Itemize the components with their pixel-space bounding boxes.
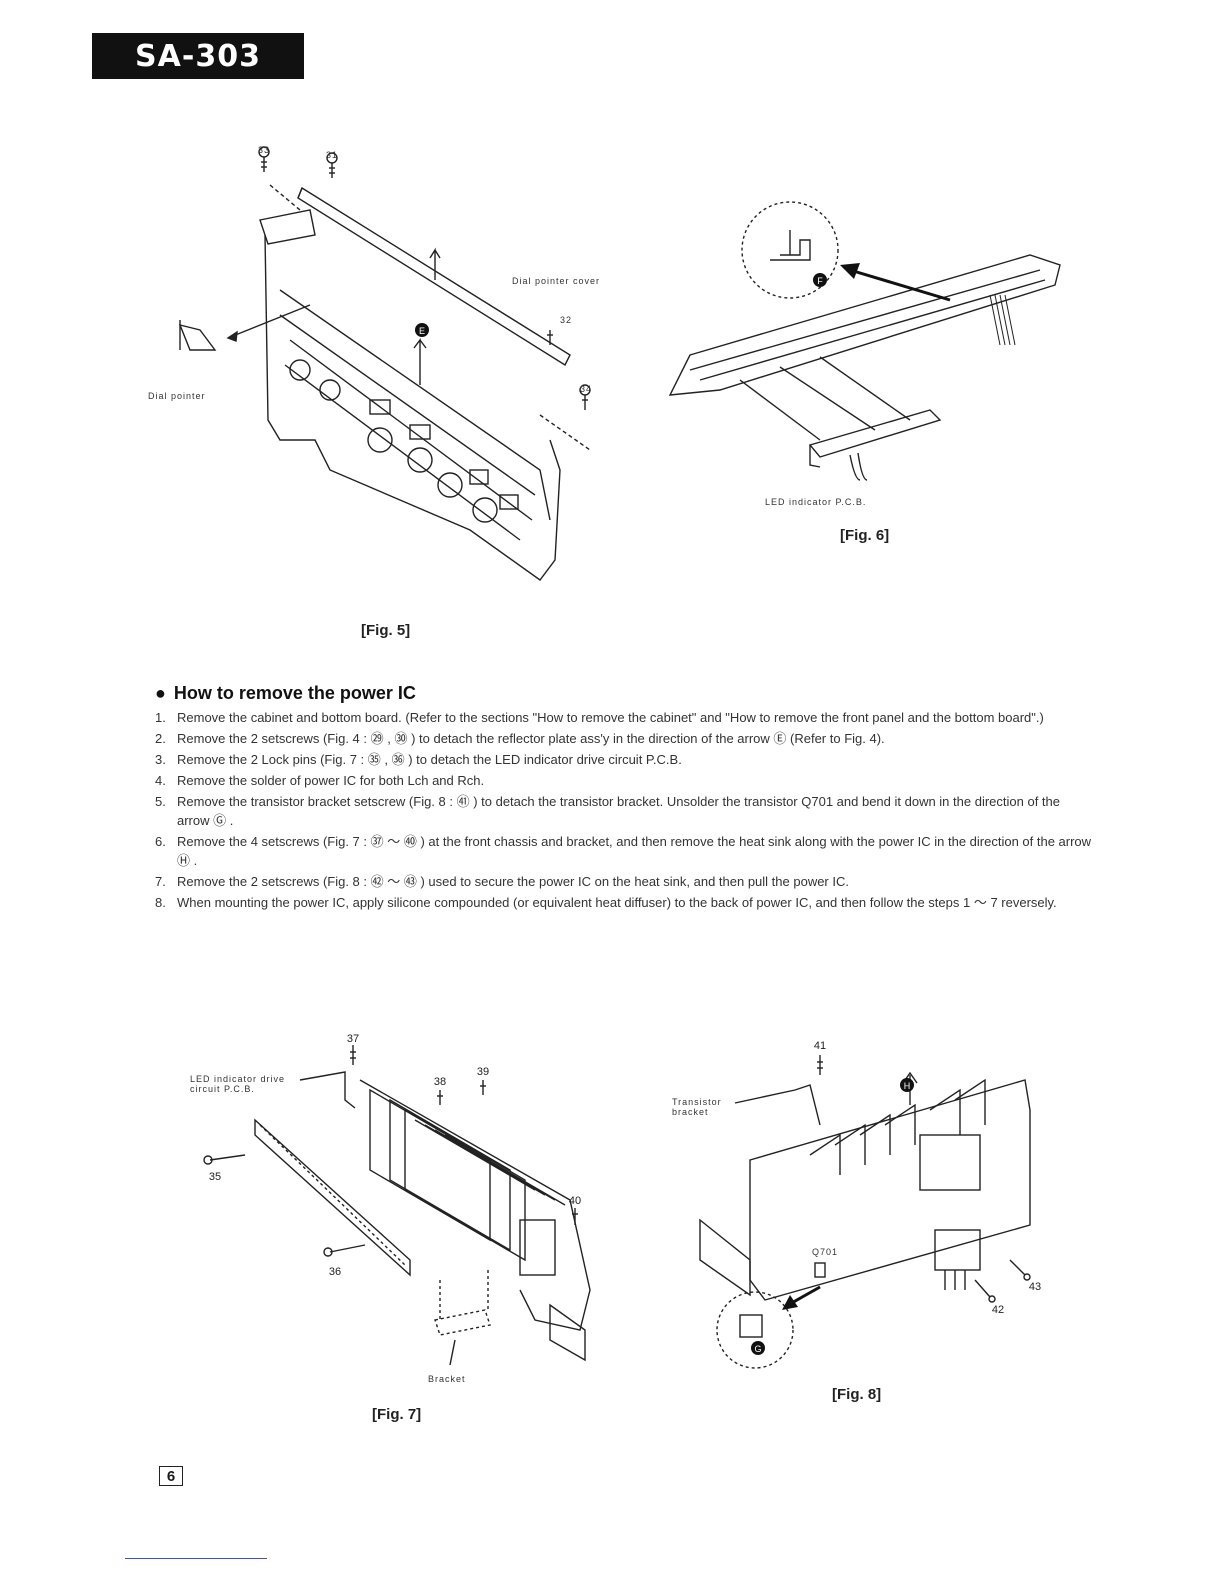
screw-42-icon <box>974 1279 996 1303</box>
fig7-caption: [Fig. 7] <box>372 1406 422 1423</box>
fig7-drawing: 37 38 39 35 36 40 <box>203 1033 591 1366</box>
step-number: 2. <box>155 731 166 746</box>
step-number: 8. <box>155 895 166 910</box>
screw-42-label: 42 <box>992 1304 1004 1316</box>
screw-37-icon <box>350 1045 356 1065</box>
step-number: 1. <box>155 710 166 725</box>
model-badge: SA-303 <box>92 33 304 79</box>
q701-label: Q701 <box>812 1247 839 1257</box>
screw-32-icon <box>547 330 553 345</box>
step-2: 2. Remove the 2 setscrews (Fig. 4 : ㉙ , ㉚… <box>155 729 1095 748</box>
screw-40-icon <box>572 1208 578 1225</box>
arrow-g-letter: G <box>754 1344 761 1354</box>
screw-40-label: 40 <box>569 1195 581 1207</box>
screw-39-label: 39 <box>477 1066 489 1078</box>
step-6: 6. Remove the 4 setscrews (Fig. 7 : ㊲ ～ ㊵… <box>155 832 1095 870</box>
transistor-bracket-label: Transistor bracket <box>672 1097 722 1117</box>
step-8: 8. When mounting the power IC, apply sili… <box>155 893 1095 912</box>
step-number: 3. <box>155 752 166 767</box>
bullet-icon: ● <box>155 683 166 703</box>
fig8-drawing: H G 41 42 43 <box>699 1040 1041 1369</box>
step-text: Remove the cabinet and bottom board. (Re… <box>177 710 1044 725</box>
step-number: 7. <box>155 874 166 889</box>
screw-43-icon <box>1009 1259 1031 1281</box>
fig5-screw-33-label: 33 <box>258 145 271 155</box>
screw-38-label: 38 <box>434 1076 446 1088</box>
bottom-rule <box>125 1558 267 1559</box>
screw-38-icon <box>437 1090 443 1105</box>
power-ic-section: ● How to remove the power IC 1. Remove the… <box>155 683 1095 914</box>
step-number: 6. <box>155 834 166 849</box>
fig6-drawing: F <box>668 201 1061 481</box>
fig5-drawing: E <box>178 146 591 581</box>
step-text: Remove the 4 setscrews (Fig. 7 : ㊲ ～ ㊵ )… <box>177 834 1092 868</box>
screw-41-icon <box>817 1055 823 1075</box>
step-1: 1. Remove the cabinet and bottom board. (… <box>155 708 1095 727</box>
dial-pointer-label: Dial pointer <box>148 391 206 401</box>
fig5-screw-32-label: 32 <box>560 315 573 325</box>
steps-list: 1. Remove the cabinet and bottom board. (… <box>155 708 1095 912</box>
arrow-f-letter: F <box>817 276 823 286</box>
figure-8: H G 41 42 43 Transistor bracket Q701 <box>670 1035 1070 1385</box>
screw-35-icon <box>203 1154 246 1165</box>
step-text: Remove the transistor bracket setscrew (… <box>177 794 1060 828</box>
arrow-e-letter: E <box>419 326 425 336</box>
step-5: 5. Remove the transistor bracket setscrew… <box>155 792 1095 830</box>
screw-37-label: 37 <box>347 1033 359 1045</box>
step-text: When mounting the power IC, apply silico… <box>177 895 1057 910</box>
step-number: 5. <box>155 794 166 809</box>
screw-33-icon <box>258 146 270 172</box>
bracket-label: Bracket <box>428 1374 466 1384</box>
arrow-h-letter: H <box>904 1081 911 1091</box>
step-text: Remove the solder of power IC for both L… <box>177 773 485 788</box>
figure-5: E 33 31 32 34 Dial pointer cover Dial po… <box>140 140 620 620</box>
led-drive-label: LED indicator drive circuit P.C.B. <box>190 1074 286 1094</box>
screw-36-label: 36 <box>329 1266 341 1278</box>
fig8-caption: [Fig. 8] <box>832 1386 882 1403</box>
fig5-caption: [Fig. 5] <box>361 622 411 639</box>
screw-41-label: 41 <box>814 1040 826 1052</box>
screw-31-icon <box>326 152 338 178</box>
step-text: Remove the 2 Lock pins (Fig. 7 : ㉟ , ㊱ )… <box>177 752 682 767</box>
step-text: Remove the 2 setscrews (Fig. 8 : ㊷ ～ ㊸ )… <box>177 874 849 889</box>
step-3: 3. Remove the 2 Lock pins (Fig. 7 : ㉟ , ㊱… <box>155 750 1095 769</box>
dial-pointer-cover-label: Dial pointer cover <box>512 276 601 286</box>
page-number: 6 <box>159 1466 183 1486</box>
step-text: Remove the 2 setscrews (Fig. 4 : ㉙ , ㉚ )… <box>177 731 885 746</box>
screw-35-label: 35 <box>209 1171 221 1183</box>
section-title-text: How to remove the power IC <box>173 683 416 703</box>
figure-6: F LED indicator P.C.B. <box>660 195 1090 507</box>
screw-43-label: 43 <box>1029 1281 1041 1293</box>
step-number: 4. <box>155 773 166 788</box>
step-7: 7. Remove the 2 setscrews (Fig. 8 : ㊷ ～ ㊸… <box>155 872 1095 891</box>
fig5-screw-34-label: 34 <box>580 384 593 394</box>
fig5-screw-31-label: 31 <box>326 150 339 160</box>
section-title: ● How to remove the power IC <box>155 683 1095 704</box>
screw-34-icon <box>579 384 591 410</box>
screw-39-icon <box>480 1080 486 1095</box>
fig6-caption: [Fig. 6] <box>840 527 890 544</box>
screw-36-icon <box>323 1244 366 1257</box>
led-pcb-label: LED indicator P.C.B. <box>765 497 867 507</box>
step-4: 4. Remove the solder of power IC for both… <box>155 771 1095 790</box>
figure-7: 37 38 39 35 36 40 LED indicator drive ci… <box>190 1030 610 1390</box>
